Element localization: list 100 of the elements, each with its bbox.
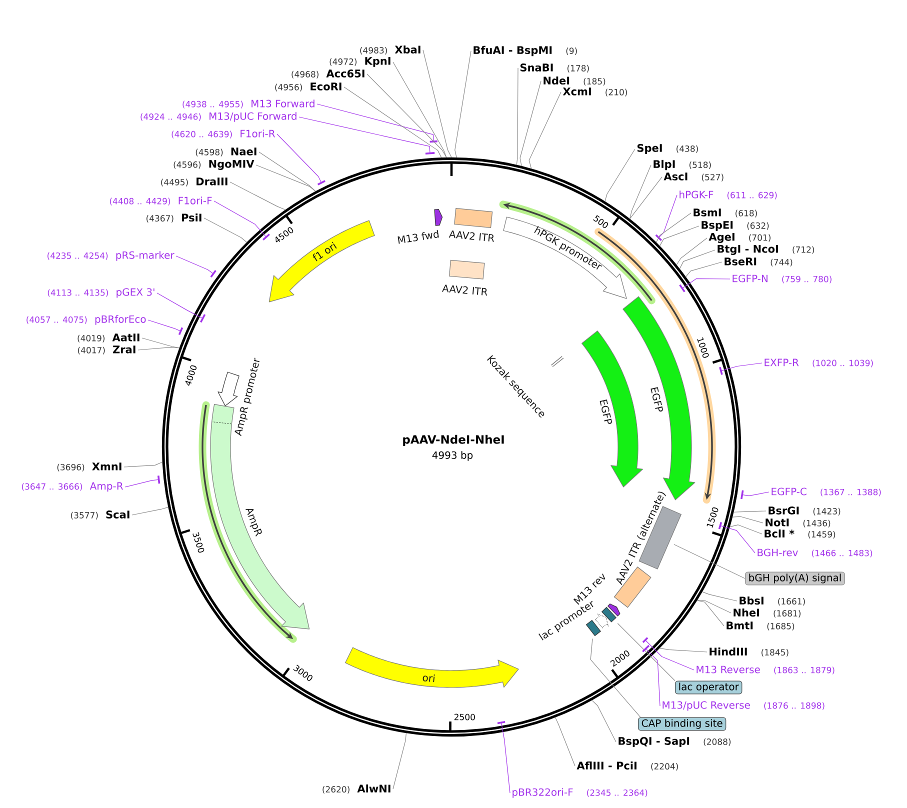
leader-line [642, 637, 694, 670]
sequence-feature: ori [345, 647, 519, 688]
leader-line [124, 476, 160, 488]
cut-site-label: HindIII (1845) [710, 647, 788, 657]
feature-mark [550, 356, 564, 368]
sequence-feature [218, 372, 240, 406]
sequence-feature [582, 330, 644, 488]
leader-line [679, 250, 716, 269]
cut-site-label: AflIII - PciI (2204) [576, 761, 678, 771]
cut-site-label: (2620) AlwNI [322, 784, 390, 794]
leader-line [617, 623, 676, 682]
leader-line [732, 516, 764, 524]
feature-box [448, 260, 485, 280]
scale-number: 2500 [454, 714, 475, 720]
primer-label: (4938 .. 4955) M13 Forward [182, 100, 314, 108]
cut-site-label: (4956) EcoRI [275, 82, 342, 92]
leader-line [686, 262, 722, 278]
leader-line [660, 648, 708, 652]
leader-line [258, 152, 316, 192]
cut-site-label: (4367) PsiI [146, 213, 202, 223]
leader-line [132, 506, 169, 516]
cut-site-label: (3577) ScaI [71, 510, 130, 520]
leader-line [679, 278, 730, 292]
primer-label: (4235 .. 4254) pRS-marker [48, 251, 174, 261]
feature-label-box: CAP binding site [638, 717, 726, 731]
feature-label-box: bGH poly(A) signal [745, 572, 845, 586]
cut-site-label: BspEI (632) [702, 221, 769, 231]
scale-number: 1500 [706, 507, 718, 528]
scale-number: 3500 [192, 532, 204, 553]
leader-line [674, 544, 746, 579]
cut-site-label: (4017) ZraI [78, 346, 136, 354]
leader-line [655, 194, 678, 241]
primer-label: EGFP-N (759 .. 780) [732, 274, 832, 284]
cut-site-label: XcmI (210) [562, 88, 627, 96]
cut-site-label: (4968) Acc65I [292, 70, 364, 78]
sequence-feature [434, 209, 443, 226]
primer-label: (4113 .. 4135) pGEX 3' [48, 288, 154, 298]
primer-label: BGH-rev (1466 .. 1483) [758, 548, 872, 558]
leader-line [554, 717, 576, 766]
cut-site-label: BclI * (1459) [764, 529, 836, 539]
leader-line [719, 362, 762, 375]
leader-line [528, 92, 562, 169]
leader-line [630, 164, 652, 220]
leader-line [592, 700, 616, 742]
leader-line [660, 226, 700, 246]
feature-label-box: lac operator [675, 680, 742, 694]
leader-line [204, 218, 248, 243]
leader-line [656, 212, 692, 243]
feature-label: EGFP [600, 399, 612, 424]
cut-site-label: AgeI (701) [708, 233, 770, 243]
leader-line [422, 50, 452, 158]
cut-site-label: (4972) KpnI [330, 57, 390, 67]
cut-site-label: BseRI (744) [724, 258, 792, 266]
primer-label: (4620 .. 4639) F1ori-R [172, 130, 276, 138]
leader-line [344, 86, 442, 158]
leader-line [366, 74, 447, 158]
feature-label: AAV2 ITR [442, 284, 488, 296]
feature-box [454, 208, 493, 228]
cut-site-label: (4598) NaeI [196, 148, 256, 156]
primer-label: (4408 .. 4429) F1ori-F [110, 196, 212, 206]
leader-line [230, 182, 286, 210]
cut-site-label: (4495) DraIII [161, 178, 228, 186]
primer-label: M13 Reverse (1863 .. 1879) [696, 666, 834, 674]
leader-line [392, 732, 407, 790]
sequence-feature [608, 604, 620, 616]
cut-site-label: BbsI (1661) [740, 596, 805, 606]
leader-line [676, 238, 708, 266]
cut-site-label: AscI (527) [664, 172, 724, 182]
leader-line [276, 134, 326, 186]
plasmid-name: pAAV-NdeI-NheI [403, 434, 504, 446]
feature-label: EGFP [650, 387, 663, 412]
leader-line [730, 524, 762, 534]
leader-line [740, 490, 770, 500]
leader-line [298, 116, 435, 154]
leader-line [316, 104, 438, 143]
leader-line [630, 176, 662, 220]
feature-label: M13 fwd [398, 230, 439, 244]
leader-line [392, 62, 447, 158]
leader-line [124, 462, 163, 468]
feature-label: AAV2 ITR [448, 230, 494, 242]
cut-site-label: BmtI (1685) [726, 622, 794, 630]
leader-line [214, 200, 270, 240]
primer-label: EXFP-R (1020 .. 1039) [764, 358, 873, 368]
primer-label: M13/pUC Reverse (1876 .. 1898) [662, 701, 824, 711]
sequence-feature [594, 614, 609, 628]
plasmid-size: 4993 bp [432, 451, 473, 461]
primer-label: (4057 .. 4075) pBRforEco [26, 315, 146, 325]
cut-site-label: SpeI (438) [637, 144, 698, 154]
leader-line [604, 148, 636, 202]
cut-site-label: (4596) NgoMIV [174, 160, 254, 170]
primer-label: hPGK-F (611 .. 629) [680, 190, 777, 200]
cut-site-label: NotI (1436) [766, 518, 830, 528]
feature-label: AmpR promoter [234, 358, 260, 436]
leader-line [142, 338, 180, 348]
leader-line [516, 68, 518, 166]
scale-number: 1000 [697, 337, 709, 358]
leader-line [718, 522, 756, 554]
leader-line [733, 510, 766, 512]
leader-line [696, 600, 732, 614]
cut-site-label: BlpI (518) [654, 160, 711, 170]
